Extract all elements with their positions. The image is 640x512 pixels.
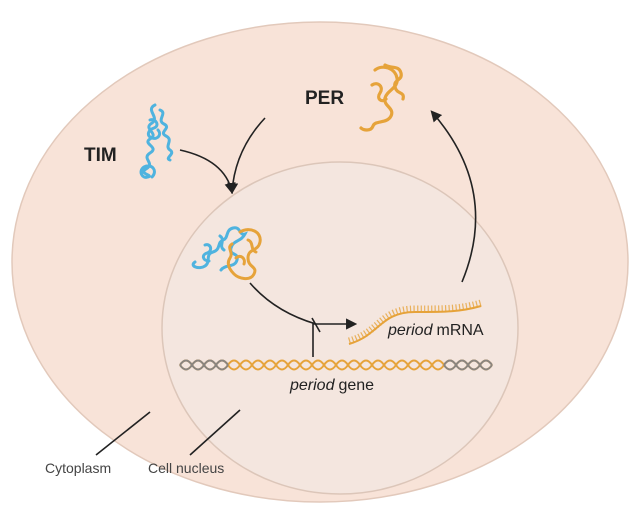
tim-per-complex-icon [191, 226, 262, 281]
mrna-label-rest: mRNA [436, 322, 483, 339]
dna-helix-icon [179, 359, 493, 371]
gene-label-italic: period [289, 377, 336, 394]
mrna-strand-icon [347, 299, 482, 345]
translation-arrow [430, 110, 477, 283]
inhibition-arrow [249, 282, 317, 325]
inhibition-bar [311, 317, 321, 333]
promoter-arrow [312, 318, 358, 357]
per-protein-icon [359, 63, 405, 132]
mrna-label-italic: period [387, 322, 434, 339]
per-label: PER [305, 88, 344, 109]
tim-label: TIM [84, 145, 117, 166]
nucleus-leader [189, 409, 241, 456]
per-arrow [227, 117, 266, 195]
cytoplasm-leader [95, 411, 151, 456]
gene-label-rest: gene [338, 377, 374, 394]
tim-protein-icon [139, 103, 174, 179]
binding-arrows [95, 110, 477, 456]
cytoplasm-label: Cytoplasm [45, 460, 111, 476]
nucleus-label: Cell nucleus [148, 460, 224, 476]
